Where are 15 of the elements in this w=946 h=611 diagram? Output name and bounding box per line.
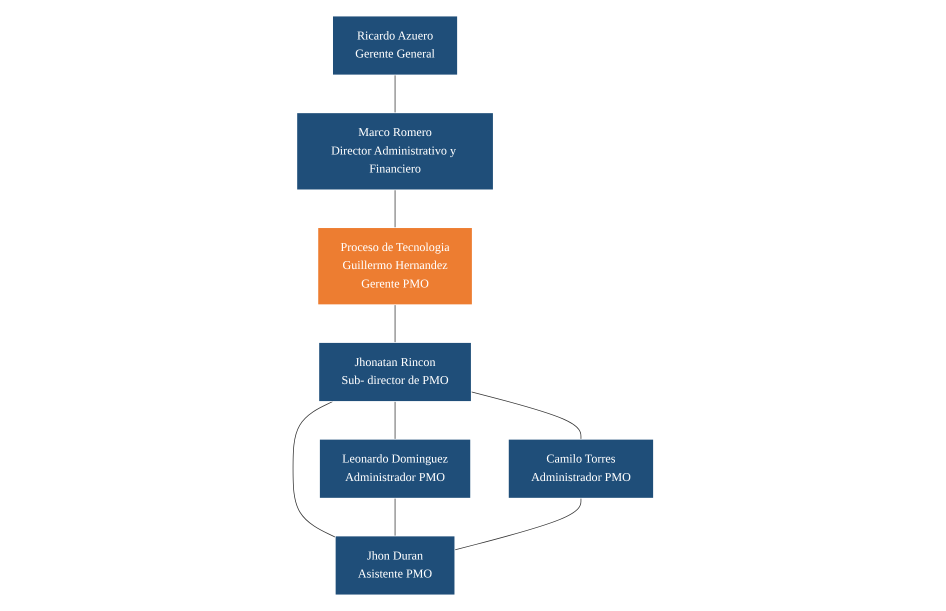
connector <box>394 189 396 228</box>
node-box: Proceso de Tecnologia Guillermo Hernandez Gerente PMO <box>317 227 472 306</box>
node-box: Jhonatan Rincon Sub- director de PMO <box>318 342 472 402</box>
connector <box>394 74 396 114</box>
connector <box>292 401 336 538</box>
node-box: Ricardo Azuero Gerente General <box>332 16 458 76</box>
node-box: Camilo Torres Administrador PMO <box>508 438 654 499</box>
connector <box>394 304 396 343</box>
connector <box>470 391 582 440</box>
connector <box>394 498 396 536</box>
node-box: Leonardo Dominguez Administrador PMO <box>318 438 471 499</box>
node-box: Jhon Duran Asistente PMO <box>334 536 455 596</box>
node-box: Marco Romero Director Administrativo y Financiero <box>296 112 494 190</box>
connector <box>394 401 396 440</box>
connector <box>454 498 582 550</box>
